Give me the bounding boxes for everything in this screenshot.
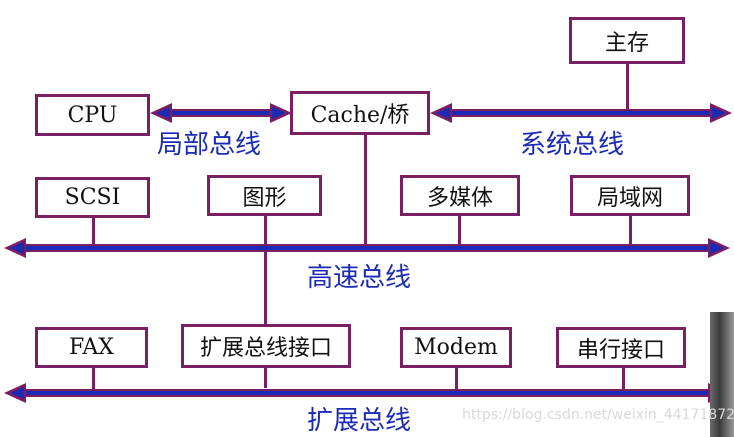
system-bus-label: 系统总线 (520, 130, 625, 160)
watermark-text: https://blog.csdn.net/weixin_44171872 (462, 407, 734, 423)
high-speed-bus-left-arrow (4, 238, 26, 258)
modem-label: Modem (414, 335, 498, 360)
graphics-connector (264, 214, 267, 388)
cpu-box: CPU (35, 94, 150, 136)
local-bus-label: 局部总线 (157, 130, 262, 160)
fax-box: FAX (35, 327, 148, 368)
multimedia-label: 多媒体 (426, 185, 493, 211)
system-bus-left-arrow (430, 103, 452, 123)
main-memory-connector (626, 62, 629, 110)
expansion-bus-line (22, 389, 714, 397)
scsi-box: SCSI (35, 177, 150, 218)
modem-connector (455, 366, 458, 390)
cache-to-high-speed-bus-connector (364, 133, 367, 245)
expansion-bus-interface-label: 扩展总线接口 (199, 336, 332, 361)
lan-label: 局域网 (596, 185, 663, 211)
lan-connector (629, 214, 632, 246)
scsi-connector (92, 216, 95, 246)
fax-label: FAX (69, 335, 114, 360)
expansion-bus-left-arrow (4, 383, 26, 403)
fax-connector (92, 366, 95, 390)
cache-bridge-label: Cache/桥 (310, 103, 410, 128)
high-speed-bus-label: 高速总线 (307, 263, 412, 293)
modem-box: Modem (400, 327, 512, 368)
photo-fragment (710, 312, 734, 437)
serial-interface-label: 串行接口 (576, 337, 665, 363)
multimedia-box: 多媒体 (400, 175, 520, 216)
system-bus-line (448, 109, 714, 117)
expansion-bus-label: 扩展总线 (307, 406, 412, 436)
scsi-label: SCSI (64, 185, 121, 210)
high-speed-bus-line (22, 244, 714, 252)
high-speed-bus-right-arrow (708, 238, 730, 258)
local-bus-right-arrow (270, 103, 292, 123)
main-memory-label: 主存 (604, 30, 649, 56)
local-bus-line (168, 109, 274, 117)
serial-interface-connector (622, 366, 625, 390)
expansion-bus-interface-box: 扩展总线接口 (181, 324, 351, 368)
local-bus-left-arrow (150, 103, 172, 123)
lan-box: 局域网 (570, 175, 690, 216)
multimedia-connector (458, 214, 461, 246)
cpu-label: CPU (67, 102, 118, 128)
serial-interface-box: 串行接口 (556, 327, 686, 368)
graphics-box: 图形 (207, 175, 322, 216)
main-memory-box: 主存 (569, 17, 685, 64)
system-bus-right-arrow (710, 103, 732, 123)
cache-bridge-box: Cache/桥 (290, 91, 430, 135)
graphics-label: 图形 (242, 185, 287, 211)
